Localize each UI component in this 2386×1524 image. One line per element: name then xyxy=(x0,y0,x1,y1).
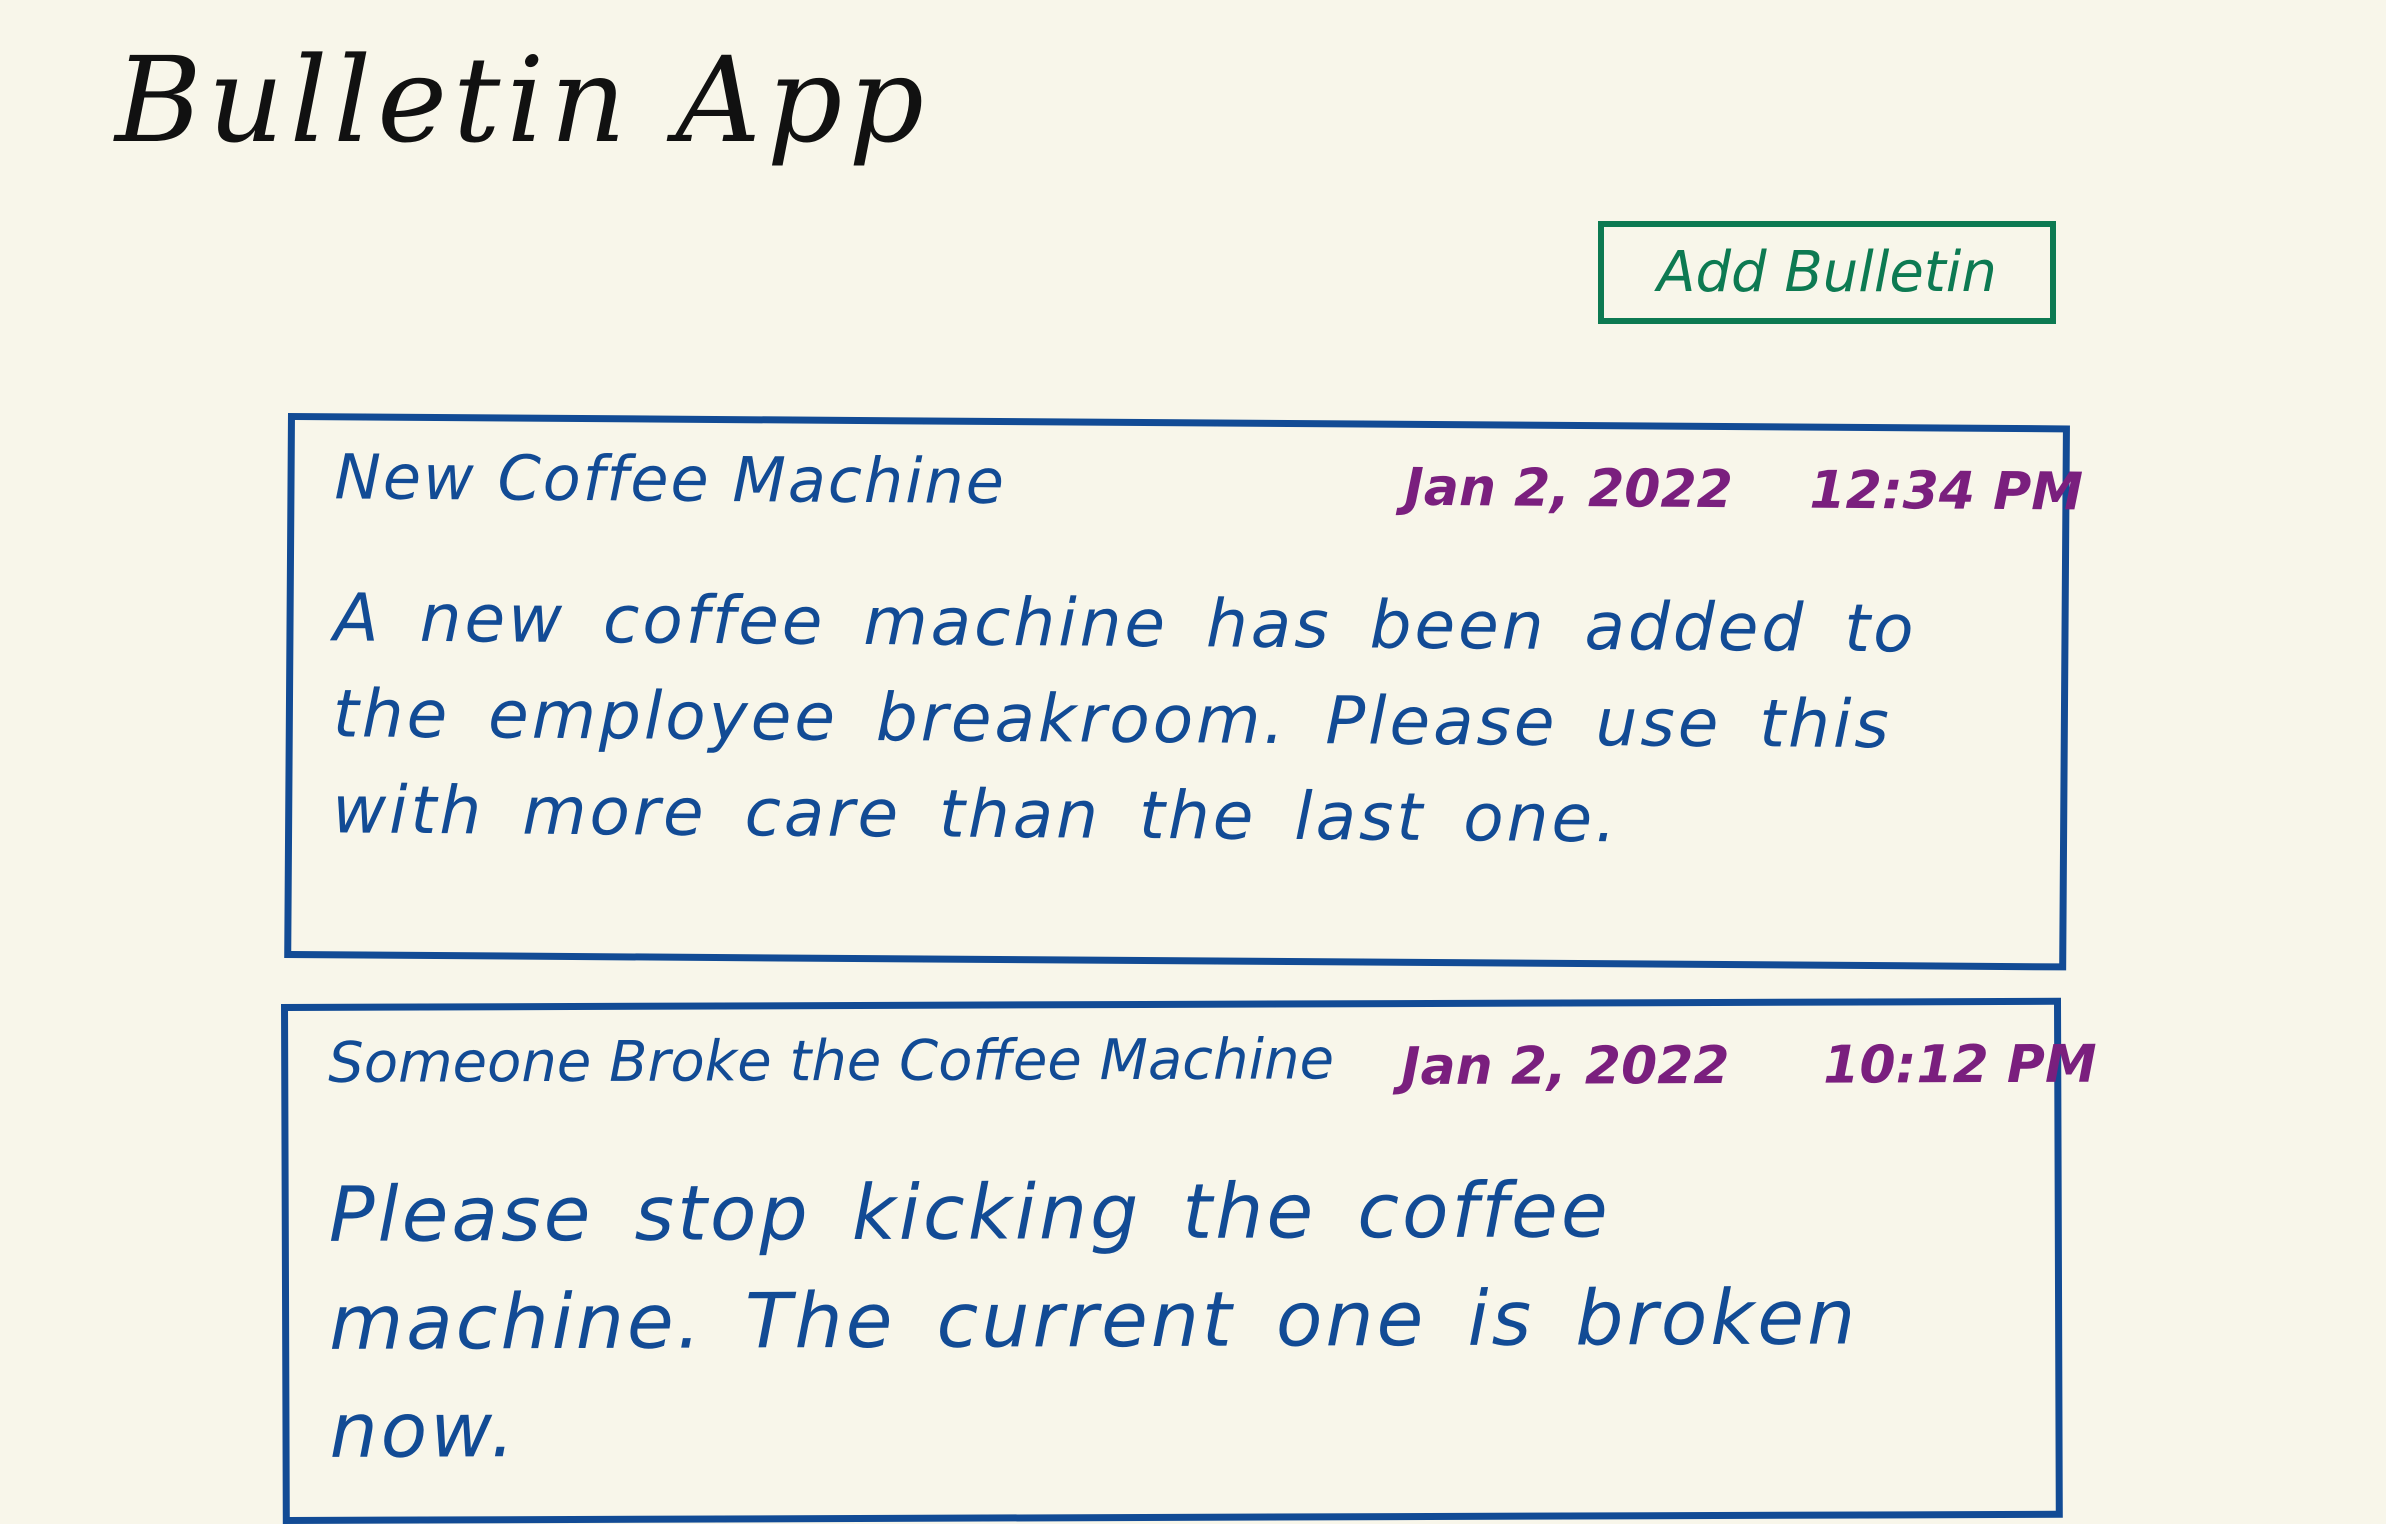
bulletin-title: Someone Broke the Coffee Machine xyxy=(328,1027,1335,1096)
bulletin-card[interactable]: New Coffee Machine Jan 2, 2022 12:34 PM … xyxy=(284,413,2083,971)
bulletin-card[interactable]: Someone Broke the Coffee Machine Jan 2, … xyxy=(281,997,2097,1524)
bulletin-body: A new coffee machine has been added to t… xyxy=(331,579,1917,858)
bulletin-date: Jan 2, 2022 xyxy=(1401,1035,1730,1098)
bulletin-title: New Coffee Machine xyxy=(334,440,1007,519)
bulletin-time: 12:34 PM xyxy=(1809,460,2084,523)
bulletin-body: Please stop kicking the coffee machine. … xyxy=(328,1165,1859,1475)
bulletin-time: 10:12 PM xyxy=(1823,1034,2097,1096)
app-title: Bulletin App xyxy=(115,31,930,169)
add-bulletin-button[interactable]: Add Bulletin xyxy=(1598,221,2056,324)
bulletin-date: Jan 2, 2022 xyxy=(1404,457,1734,521)
